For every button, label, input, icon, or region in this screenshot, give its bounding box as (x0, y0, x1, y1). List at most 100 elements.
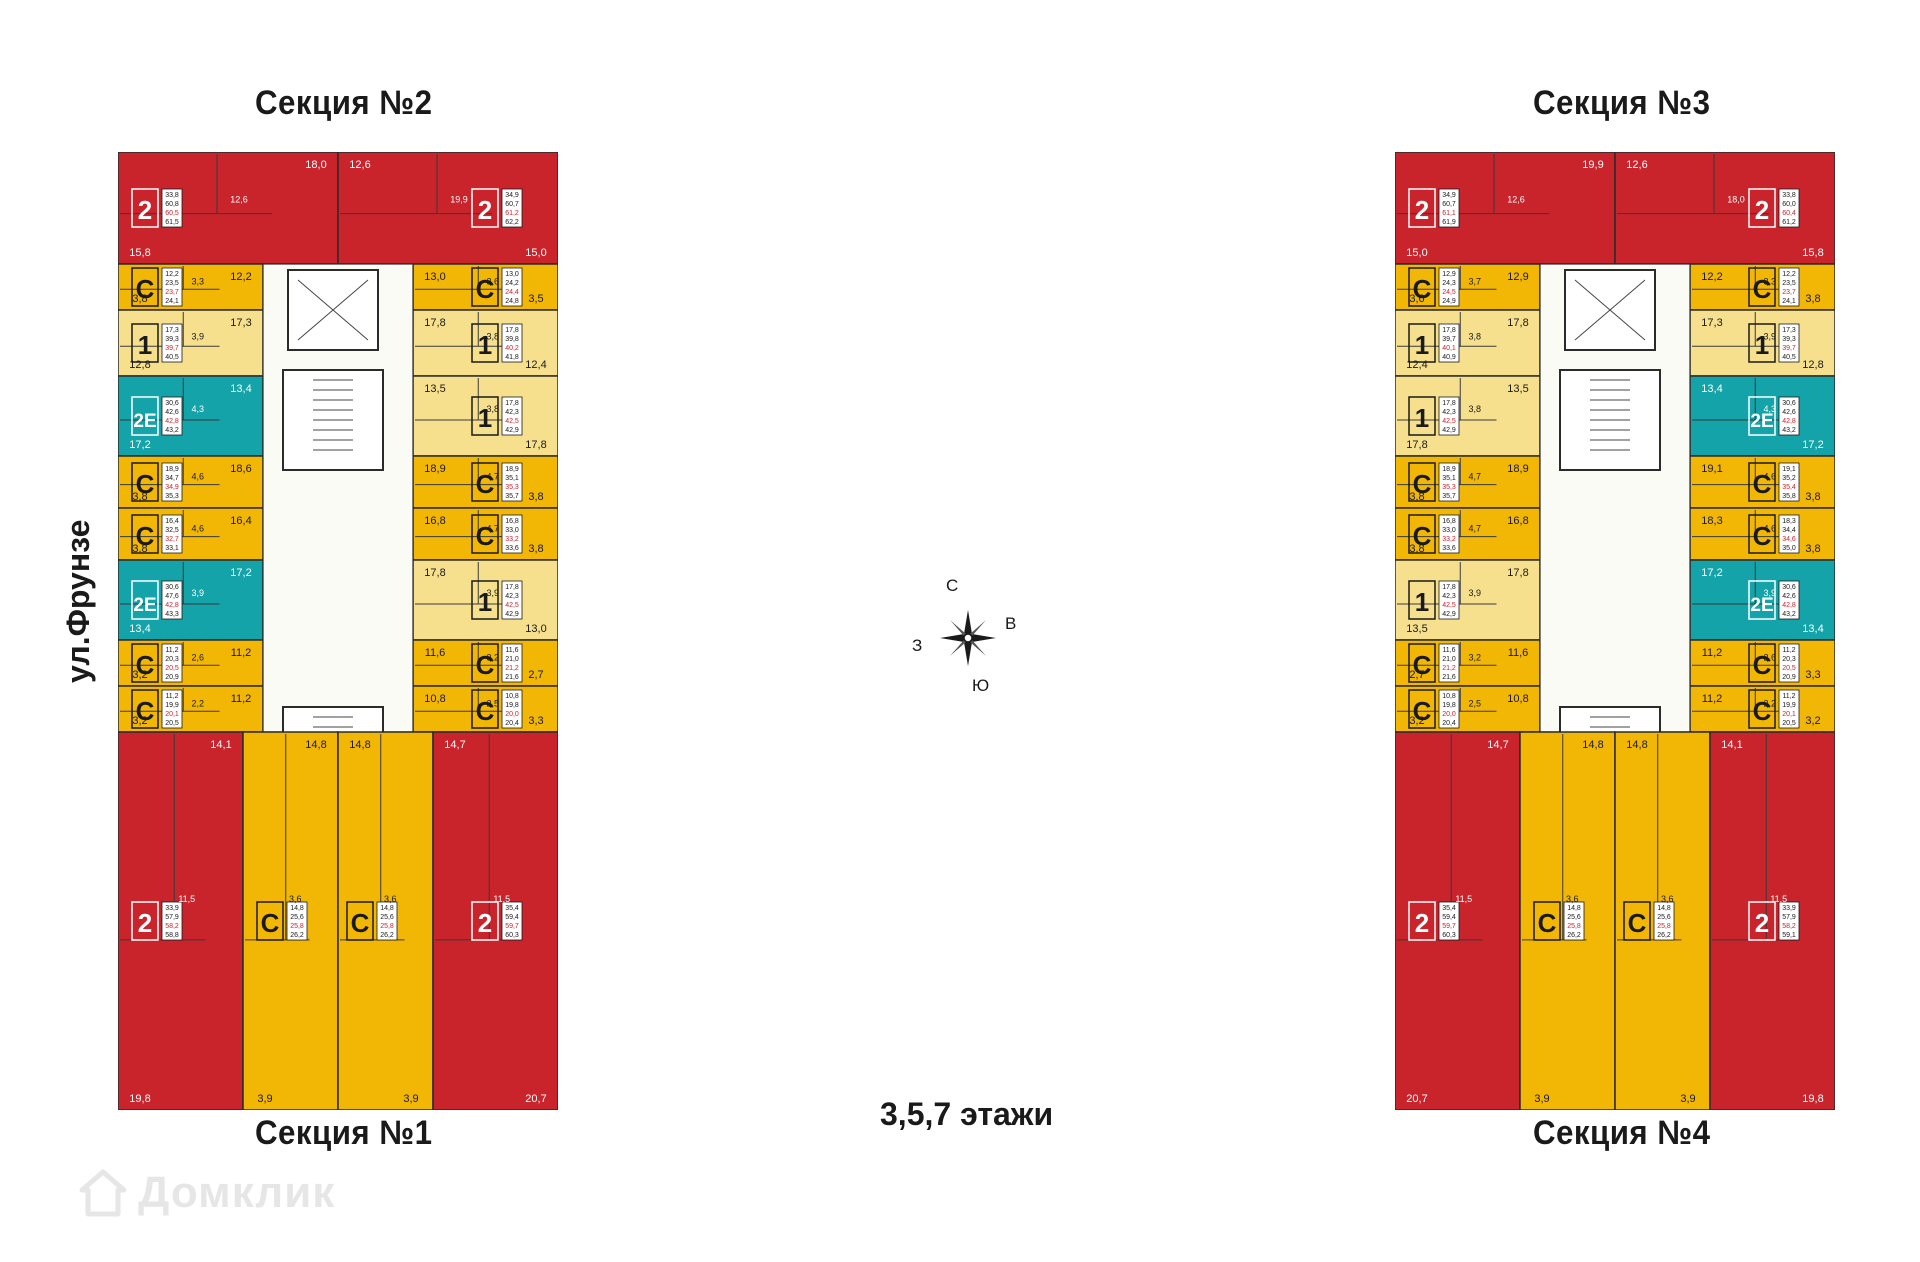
left-block-top-unit-area-value: 62,2 (505, 219, 519, 226)
right-block-left-unit-room-label: 17,8 (1406, 439, 1427, 451)
right-block-bottom-unit-room-label: 14,8 (1626, 739, 1647, 751)
right-block-right-unit-room-label: 4,6 (1763, 471, 1776, 481)
right-block-bottom-unit-room-label: 11,5 (1455, 894, 1472, 904)
left-block-left-unit-badge (131, 396, 159, 436)
left-block-right-unit-area-box (501, 396, 523, 436)
right-block-left-unit-type: 1 (1415, 587, 1429, 617)
left-block-right-unit-room-label: 17,8 (424, 317, 445, 329)
right-block-left-unit-badge (1408, 514, 1436, 554)
right-block-left-unit-type: C (1413, 469, 1432, 499)
left-block-right-unit-area-value: 42,9 (505, 427, 519, 434)
left-block-left-unit-area-value: 42,8 (165, 602, 179, 609)
left-block-left-unit-area-value: 30,6 (165, 400, 179, 407)
left-block-bottom-unit-area-box (286, 901, 308, 941)
left-block-right-unit-type: 1 (478, 403, 492, 433)
right-block-right-unit-type: C (1753, 650, 1772, 680)
right-block-bottom-unit-badge (1408, 901, 1436, 941)
left-block-left-unit-room-label: 4,6 (191, 471, 204, 481)
right-block-top-unit-room-label: 18,0 (1727, 194, 1745, 204)
right-block-left-unit-area-value: 24,3 (1442, 280, 1456, 287)
left-block-bottom-unit-badge (346, 901, 374, 941)
watermark: Домклик (78, 1168, 335, 1218)
right-block-right-unit-area-value: 20,5 (1782, 665, 1796, 672)
right-block-left-unit-room-label: 2,7 (1409, 669, 1424, 681)
left-block-left-unit-area-value: 39,3 (165, 336, 179, 343)
right-block-left-unit-area-value: 20,4 (1442, 720, 1456, 727)
left-block-right-unit-area-value: 42,3 (505, 409, 519, 416)
right-block-bottom-unit-area-value: 60,3 (1442, 932, 1456, 939)
left-block-right-unit-area (412, 639, 558, 687)
left-block-right-unit-area-box (501, 267, 523, 307)
right-block-top-unit-area-value: 60,4 (1782, 210, 1796, 217)
left-block-bottom-unit-area-value: 14,8 (380, 905, 394, 912)
right-block-right-unit-room-label: 17,3 (1701, 317, 1722, 329)
left-block-top-unit-type: 2 (138, 195, 152, 225)
left-block-left-unit-badge (131, 462, 159, 502)
left-block-right-unit-room-label: 3,5 (528, 293, 543, 305)
left-block-right-unit-area-value: 19,8 (505, 702, 519, 709)
right-block-top-unit-area-value: 34,9 (1442, 192, 1456, 199)
right-block-right-unit-room-label: 3,8 (1805, 491, 1820, 503)
left-block-left-unit-area-value: 20,5 (165, 665, 179, 672)
right-block-left-unit-area (1395, 559, 1541, 641)
left-block-right-unit-type: C (476, 469, 495, 499)
right-block-top-unit-area-value: 33,8 (1782, 192, 1796, 199)
right-block-bottom-unit-area-value: 59,4 (1442, 914, 1456, 921)
left-block-left-unit-badge (131, 689, 159, 729)
right-block-right-unit-area-value: 19,1 (1782, 466, 1796, 473)
right-block-left-unit-area-value: 33,0 (1442, 527, 1456, 534)
compass-west: З (912, 636, 923, 655)
left-block-right-unit-area-value: 17,8 (505, 584, 519, 591)
right-block-right-unit-area-value: 35,8 (1782, 493, 1796, 500)
right-block-right-unit-room-label: 18,3 (1701, 515, 1722, 527)
right-block-left-unit-room-label: 3,2 (1409, 715, 1424, 727)
right-block-left-unit-room-label: 3,8 (1409, 543, 1424, 555)
left-block-left-unit-area (118, 685, 264, 733)
right-block-right-unit-area-value: 19,9 (1782, 702, 1796, 709)
left-block-top-unit-area-value: 61,2 (505, 210, 519, 217)
left-block-right-unit-room-label: 3,8 (528, 491, 543, 503)
right-block-bottom-unit-badge (1533, 901, 1561, 941)
right-block-top-unit-type: 2 (1755, 195, 1769, 225)
right-block-right-unit-area-value: 43,2 (1782, 427, 1796, 434)
left-block-right-unit-area (412, 263, 558, 311)
right-block-left-unit-area-value: 17,8 (1442, 584, 1456, 591)
left-block-left-unit-area-value: 11,2 (165, 693, 178, 700)
left-block-left-unit-room-label: 13,4 (129, 623, 150, 635)
right-block-left-unit-area-value: 35,1 (1442, 475, 1456, 482)
left-block-bottom-unit-type: 2 (138, 908, 152, 938)
right-block-bottom-unit-area-value: 25,6 (1567, 914, 1581, 921)
right-block-left-unit-area-value: 21,0 (1442, 656, 1456, 663)
left-block-bottom-unit-area-value: 25,8 (290, 923, 304, 930)
right-block-bottom-unit-area-box (1653, 901, 1675, 941)
right-block-left-unit-area-value: 17,8 (1442, 400, 1456, 407)
left-block-top-unit-area-value: 33,8 (165, 192, 179, 199)
right-block-right-unit-area-box (1778, 396, 1800, 436)
left-block-bottom-unit-area-value: 57,9 (165, 914, 179, 921)
left-block-bottom-unit-room-label: 19,8 (129, 1093, 150, 1105)
left-block-right-unit-area-value: 21,6 (505, 674, 519, 681)
right-block-left-unit-area-value: 42,9 (1442, 611, 1456, 618)
right-block-right-unit-type: 2E (1750, 595, 1773, 616)
right-block-left-unit-room-label: 2,5 (1468, 699, 1481, 709)
right-block-right-unit-area (1689, 375, 1835, 457)
left-block-left-unit-badge (131, 643, 159, 683)
right-block-right-unit-badge (1748, 580, 1776, 620)
right-block-left-unit-room-label: 17,8 (1507, 567, 1528, 579)
right-block-right-unit-area-value: 39,7 (1782, 345, 1796, 352)
left-block-left-unit-area-value: 32,5 (165, 527, 179, 534)
right-block-left-unit-area-box (1438, 267, 1460, 307)
right-block-right-unit-area-value: 24,1 (1782, 298, 1796, 305)
left-block-bottom-unit-area-value: 26,2 (290, 932, 304, 939)
left-block-bottom-unit-room-label: 14,1 (210, 739, 231, 751)
right-block-left-unit-area-box (1438, 643, 1460, 683)
left-block-left-unit-area-value: 39,7 (165, 345, 179, 352)
left-block-left-unit-room-label: 2,6 (191, 653, 204, 663)
left-block-right-unit-area-value: 33,0 (505, 527, 519, 534)
